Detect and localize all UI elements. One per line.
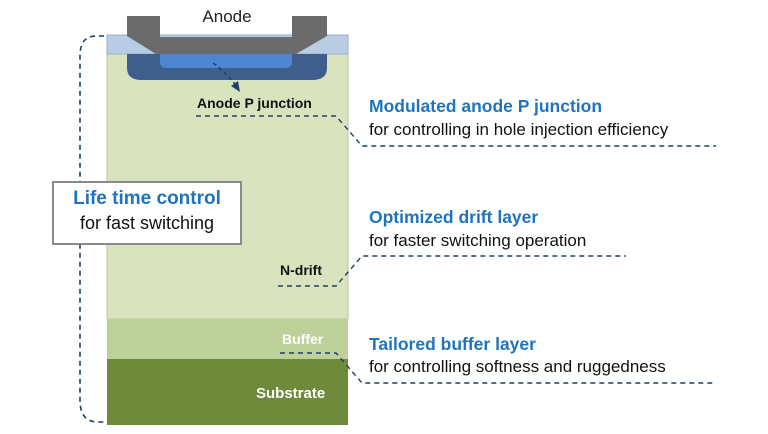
anode-metal-contact [127, 16, 327, 54]
lifetime-control-title: Life time control [73, 188, 221, 209]
anode-p-junction-label: Anode P junction [197, 95, 312, 111]
anode-arrow-head [231, 81, 240, 92]
ndrift-region [106, 34, 349, 320]
annotation-buffer-subtitle: for controlling softness and ruggedness [369, 357, 666, 376]
anode-label: Anode [202, 7, 252, 26]
substrate-label: Substrate [256, 385, 326, 402]
anode-arrow [212, 62, 236, 85]
lifetime-control-subtitle: for fast switching [79, 213, 215, 233]
annotation-drift-title: Optimized drift layer [369, 207, 539, 227]
ndrift-label: N-drift [280, 262, 322, 278]
anode-p-region-inner [160, 54, 292, 68]
leader-buffer [280, 352, 716, 384]
lifetime-control-box: Life time control for fast switching [52, 181, 242, 245]
annotation-anode-title: Modulated anode P junction [369, 96, 603, 116]
annotation-buffer-title: Tailored buffer layer [369, 334, 536, 354]
leader-ndrift [278, 255, 626, 287]
buffer-label: Buffer [282, 331, 324, 347]
annotation-anode-subtitle: for controlling in hole injection effici… [369, 120, 669, 139]
substrate-region [107, 359, 348, 425]
annotation-drift-subtitle: for faster switching operation [369, 231, 587, 250]
